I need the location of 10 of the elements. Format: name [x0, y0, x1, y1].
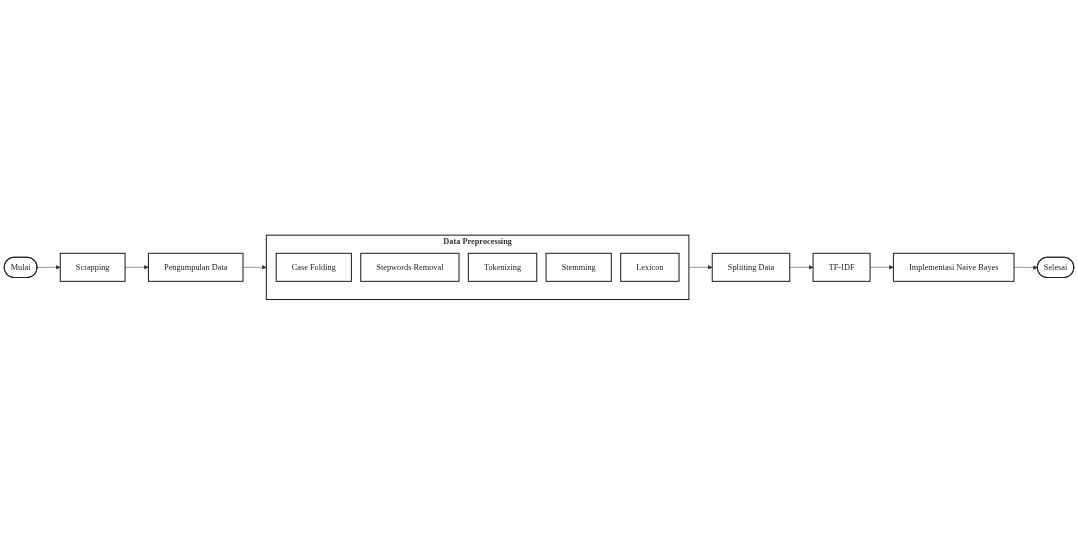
node-box: Implementasi Naive Bayes: [892, 252, 1015, 283]
node-box: Stepwords Removal: [360, 252, 460, 283]
node-box: Lexicon: [620, 252, 680, 283]
node-box: Scrapping: [59, 252, 126, 283]
node-box: Case Folding: [275, 252, 352, 283]
node-box: Stemming: [545, 252, 612, 283]
node-box: Pengumpulan Data: [147, 252, 244, 283]
node-box: Splitting Data: [711, 252, 791, 283]
node-box: Tokenizing: [467, 252, 538, 283]
node-box: TF-IDF: [812, 252, 871, 283]
